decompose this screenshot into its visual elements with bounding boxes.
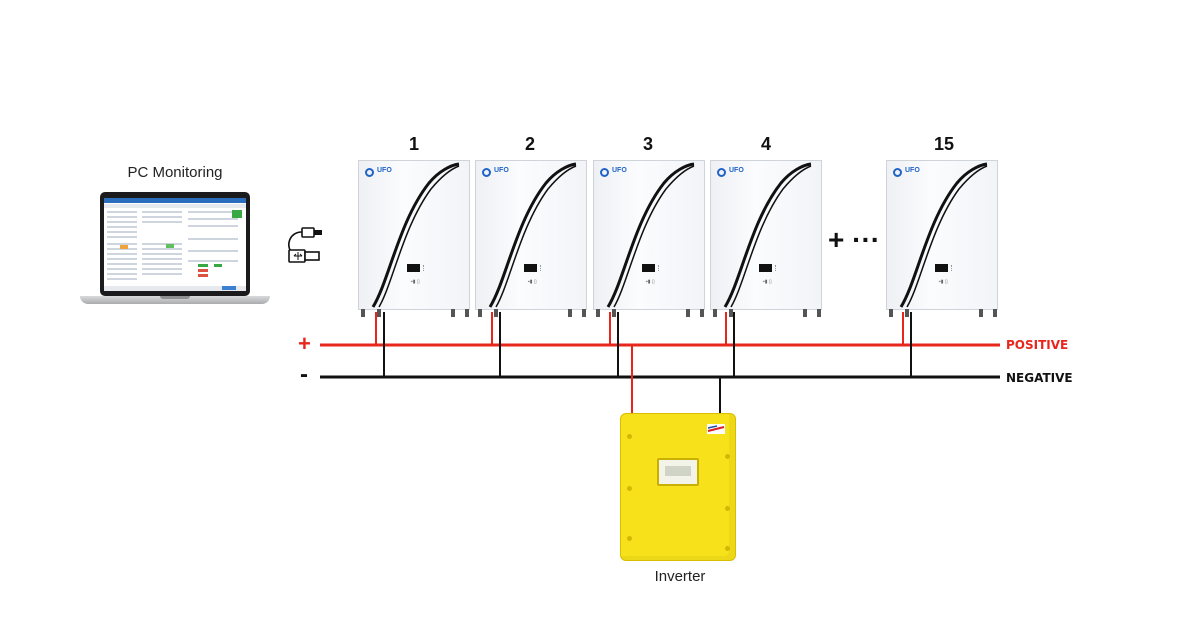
battery-foot xyxy=(889,309,893,317)
positive-symbol: + xyxy=(298,331,311,356)
battery-display-button xyxy=(951,265,955,271)
inverter-screw xyxy=(725,506,730,511)
battery-foot xyxy=(377,309,381,317)
battery-number-4: 4 xyxy=(760,134,771,154)
inverter-display xyxy=(657,458,699,486)
battery-foot xyxy=(713,309,717,317)
battery-swoosh xyxy=(606,162,695,308)
battery-foot xyxy=(494,309,498,317)
battery-display-button xyxy=(658,265,662,271)
ufo-logo-icon xyxy=(365,168,374,177)
battery-number-1: 1 xyxy=(408,134,419,154)
inverter-label: Inverter xyxy=(654,568,706,585)
battery-status-indicator: ▪▮ ▯ xyxy=(646,279,655,285)
ufo-logo-icon xyxy=(600,168,609,177)
laptop-monitor xyxy=(80,192,270,310)
battery-foot xyxy=(582,309,586,317)
laptop-base xyxy=(80,296,270,304)
battery-status-indicator: ▪▮ ▯ xyxy=(763,279,772,285)
battery-display xyxy=(407,264,420,272)
battery-1-wires xyxy=(375,312,385,377)
pc-monitoring-label: PC Monitoring xyxy=(127,164,223,181)
battery-display-button xyxy=(775,265,779,271)
battery-foot xyxy=(729,309,733,317)
battery-display xyxy=(524,264,537,272)
battery-foot xyxy=(612,309,616,317)
battery-brand: UFO xyxy=(612,167,627,174)
battery-brand: UFO xyxy=(905,167,920,174)
ufo-logo-icon xyxy=(893,168,902,177)
battery-foot xyxy=(465,309,469,317)
battery-15-wires xyxy=(902,312,912,377)
battery-foot xyxy=(905,309,909,317)
battery-unit: UFO ▪▮ ▯ xyxy=(886,160,998,317)
battery-foot xyxy=(993,309,997,317)
inverter-unit xyxy=(620,413,736,561)
battery-unit: UFO ▪▮ ▯ xyxy=(593,160,705,317)
inverter-lcd xyxy=(665,466,691,476)
battery-foot xyxy=(568,309,572,317)
more-batteries-indicator: + ··· xyxy=(828,224,881,255)
battery-swoosh xyxy=(371,162,460,308)
battery-display xyxy=(642,264,655,272)
inverter-screw xyxy=(627,434,632,439)
battery-brand: UFO xyxy=(729,167,744,174)
battery-unit: UFO ▪▮ ▯ xyxy=(710,160,822,317)
battery-foot xyxy=(596,309,600,317)
battery-status-indicator: ▪▮ ▯ xyxy=(939,279,948,285)
battery-foot xyxy=(686,309,690,317)
inverter-brand-icon xyxy=(707,424,725,434)
battery-unit: UFO ▪▮ ▯ xyxy=(358,160,470,317)
battery-unit: UFO ▪▮ ▯ xyxy=(475,160,587,317)
battery-status-indicator: ▪▮ ▯ xyxy=(411,279,420,285)
battery-foot xyxy=(803,309,807,317)
battery-display-button xyxy=(540,265,544,271)
positive-bus-label: POSITIVE xyxy=(1006,338,1069,352)
battery-foot xyxy=(451,309,455,317)
battery-foot xyxy=(478,309,482,317)
inverter-screw xyxy=(627,536,632,541)
negative-bus-label: NEGATIVE xyxy=(1006,371,1073,385)
battery-3-wires xyxy=(609,312,619,377)
battery-number-3: 3 xyxy=(642,134,653,154)
battery-foot xyxy=(817,309,821,317)
battery-display-button xyxy=(423,265,427,271)
laptop-screen xyxy=(104,198,246,291)
battery-swoosh xyxy=(723,162,812,308)
battery-display xyxy=(759,264,772,272)
battery-number-15: 15 xyxy=(933,134,955,154)
battery-foot xyxy=(361,309,365,317)
inverter-wires xyxy=(631,345,721,415)
negative-symbol: - xyxy=(300,361,308,388)
laptop-notch xyxy=(160,296,190,299)
battery-swoosh xyxy=(899,162,988,308)
inverter-screw xyxy=(725,546,730,551)
battery-number-2: 2 xyxy=(524,134,535,154)
battery-foot xyxy=(700,309,704,317)
inverter-screw xyxy=(725,454,730,459)
battery-brand: UFO xyxy=(377,167,392,174)
battery-4-wires xyxy=(725,312,735,377)
battery-display xyxy=(935,264,948,272)
inverter-screw xyxy=(627,486,632,491)
usb-cable-icon xyxy=(288,227,322,263)
battery-2-wires xyxy=(491,312,501,377)
battery-foot xyxy=(979,309,983,317)
ufo-logo-icon xyxy=(717,168,726,177)
ufo-logo-icon xyxy=(482,168,491,177)
battery-swoosh xyxy=(488,162,577,308)
battery-brand: UFO xyxy=(494,167,509,174)
battery-status-indicator: ▪▮ ▯ xyxy=(528,279,537,285)
